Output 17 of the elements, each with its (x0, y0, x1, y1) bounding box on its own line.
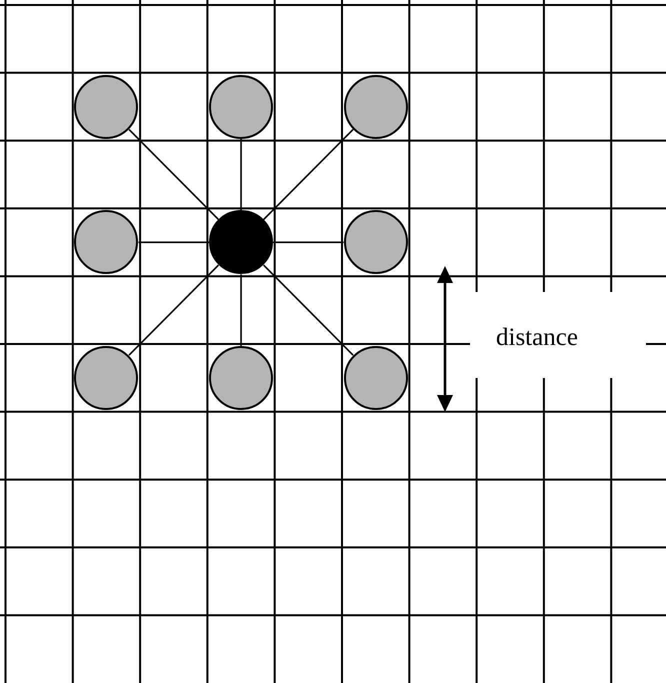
neighbor-circle (74, 346, 138, 410)
neighbor-circle (344, 210, 408, 274)
connector-line (240, 274, 242, 346)
neighbor-circle (74, 74, 138, 139)
neighbor-circle (74, 210, 138, 274)
neighbor-circle (209, 346, 274, 410)
neighbor-circle (344, 74, 408, 139)
connector-line (128, 128, 220, 220)
neighbor-circle (344, 346, 408, 410)
connector-line (128, 264, 220, 356)
connector-line (273, 242, 344, 244)
connector-line (263, 264, 354, 356)
connector-line (263, 128, 354, 220)
connector-line (240, 138, 242, 210)
center-circle (209, 210, 274, 274)
neighbor-circle (209, 74, 274, 139)
connector-line (138, 242, 210, 244)
